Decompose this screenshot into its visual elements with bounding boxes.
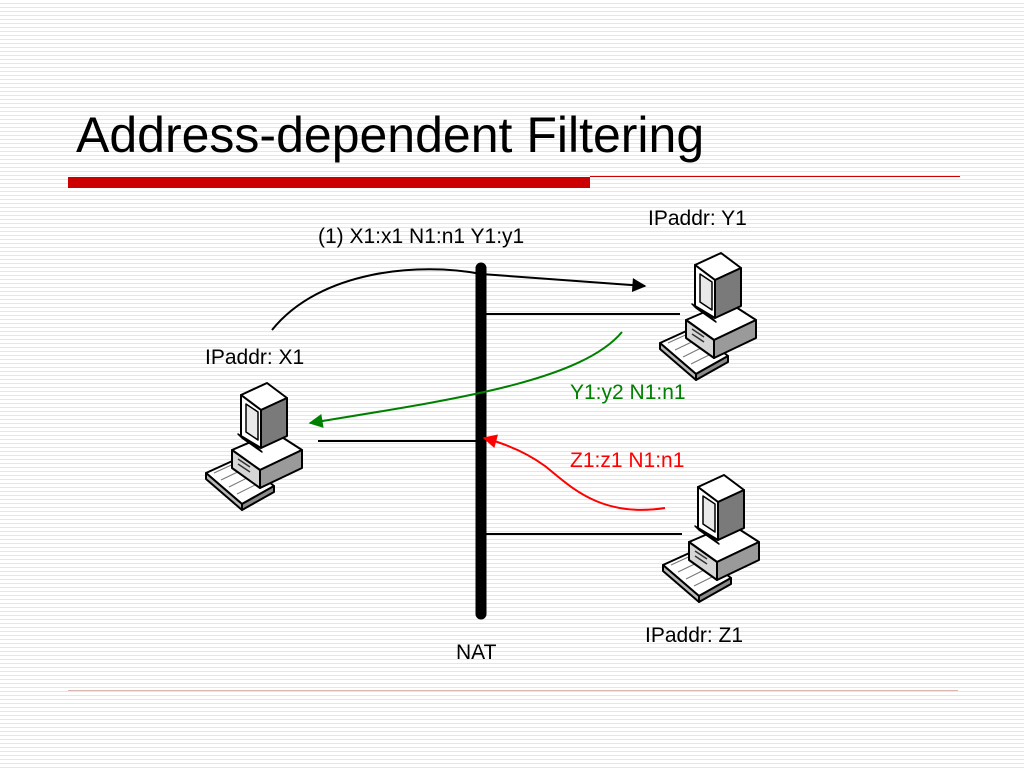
- footer-rule: [68, 690, 958, 691]
- y1-reply-arrow: [308, 331, 623, 428]
- host-y1-label: IPaddr: Y1: [648, 207, 747, 230]
- host-z1-label: IPaddr: Z1: [645, 624, 744, 647]
- computer-icon-x1: [205, 382, 303, 511]
- y1-reply-label: Y1:y2 N1:n1: [570, 381, 686, 404]
- slide-title: Address-dependent Filtering: [76, 107, 705, 163]
- host-x1-label: IPaddr: X1: [205, 346, 305, 369]
- computer-icon-z1: [662, 474, 760, 603]
- nat-label: NAT: [456, 641, 497, 664]
- title-underline-red: [68, 177, 590, 188]
- z1-blocked-label: Z1:z1 N1:n1: [570, 449, 685, 472]
- outbound-flow-label: (1) X1:x1 N1:n1 Y1:y1: [318, 225, 525, 248]
- outbound-flow-arrow: [271, 268, 647, 331]
- computer-icon-y1: [659, 252, 757, 381]
- z1-blocked-arrow: [482, 434, 666, 511]
- title-underline-thin: [590, 176, 960, 177]
